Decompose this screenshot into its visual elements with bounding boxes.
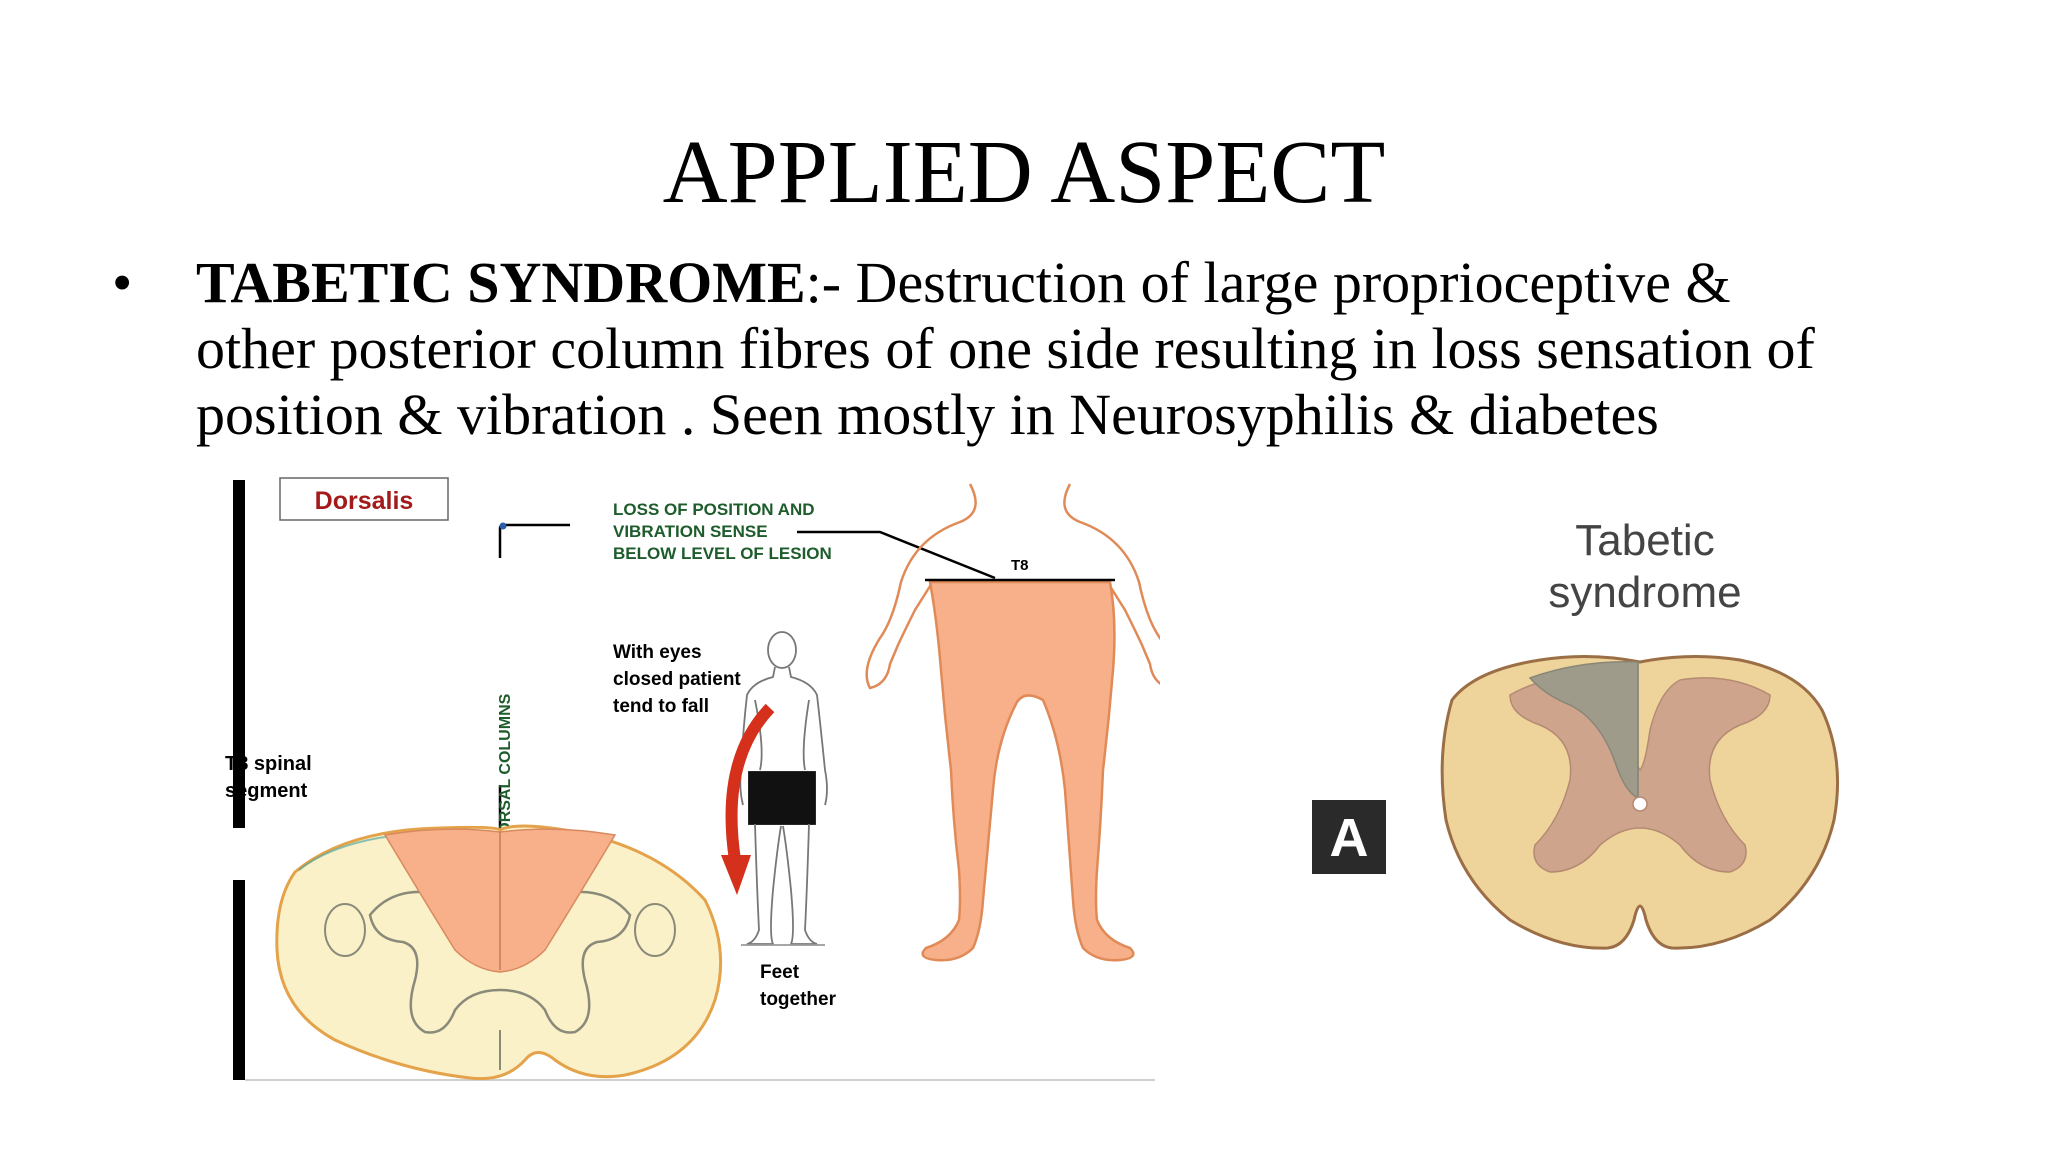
standing-patient-figure <box>739 631 828 946</box>
bullet-item: • TABETIC SYNDROME:- Destruction of larg… <box>112 250 1952 448</box>
eyes-closed-line-2: closed patient <box>613 669 741 690</box>
dorsal-columns-label: DORSAL COLUMNS <box>497 693 514 846</box>
t8-level-label: T8 <box>1011 557 1029 574</box>
t8-pointer-line <box>797 530 996 580</box>
tabetic-syndrome-cross-section: A Tabetic syndrome <box>1312 516 1840 950</box>
loss-text-line-2: VIBRATION SENSE <box>613 522 768 541</box>
bullet-line-2: other posterior column fibres of one sid… <box>196 316 1815 381</box>
loss-text-line-3: BELOW LEVEL OF LESION <box>613 544 832 563</box>
bullet-dot-icon: • <box>112 250 133 315</box>
panel-letter-box <box>1312 800 1386 874</box>
connector-line <box>498 523 570 558</box>
slide-title: APPLIED ASPECT <box>662 123 1386 222</box>
bullet-line-1: TABETIC SYNDROME:- Destruction of large … <box>152 250 1952 316</box>
segment-label-line-2: segment <box>225 780 308 802</box>
tabetic-title-line-2: syndrome <box>1548 568 1741 617</box>
bullet-line-1-rest: :- Destruction of large proprioceptive & <box>805 250 1731 315</box>
tabetic-title-line-1: Tabetic <box>1575 516 1714 565</box>
panel-letter: A <box>1330 808 1369 868</box>
spinal-cord-cross-section <box>275 824 723 1081</box>
body-outline-figure <box>865 483 1160 962</box>
tabes-dorsalis-figure: Dorsalis DORSAL COLUMNS LOSS OF POSITION… <box>225 477 1160 1081</box>
left-black-bar-top <box>233 480 245 828</box>
segment-label-line-1: T8 spinal <box>225 753 312 775</box>
loss-text-line-1: LOSS OF POSITION AND <box>613 500 815 519</box>
eyes-closed-line-1: With eyes <box>613 642 702 663</box>
dorsalis-label: Dorsalis <box>315 487 414 515</box>
eyes-closed-line-3: tend to fall <box>613 696 709 717</box>
left-black-bar-bottom <box>233 880 245 1080</box>
bullet-term: TABETIC SYNDROME <box>196 250 806 315</box>
feet-together-line-1: Feet <box>760 962 800 983</box>
fall-arrow-icon <box>725 703 775 861</box>
feet-together-line-2: together <box>760 989 837 1010</box>
bullet-line-3: position & vibration . Seen mostly in Ne… <box>196 382 1659 447</box>
dorsalis-label-box <box>279 477 449 521</box>
